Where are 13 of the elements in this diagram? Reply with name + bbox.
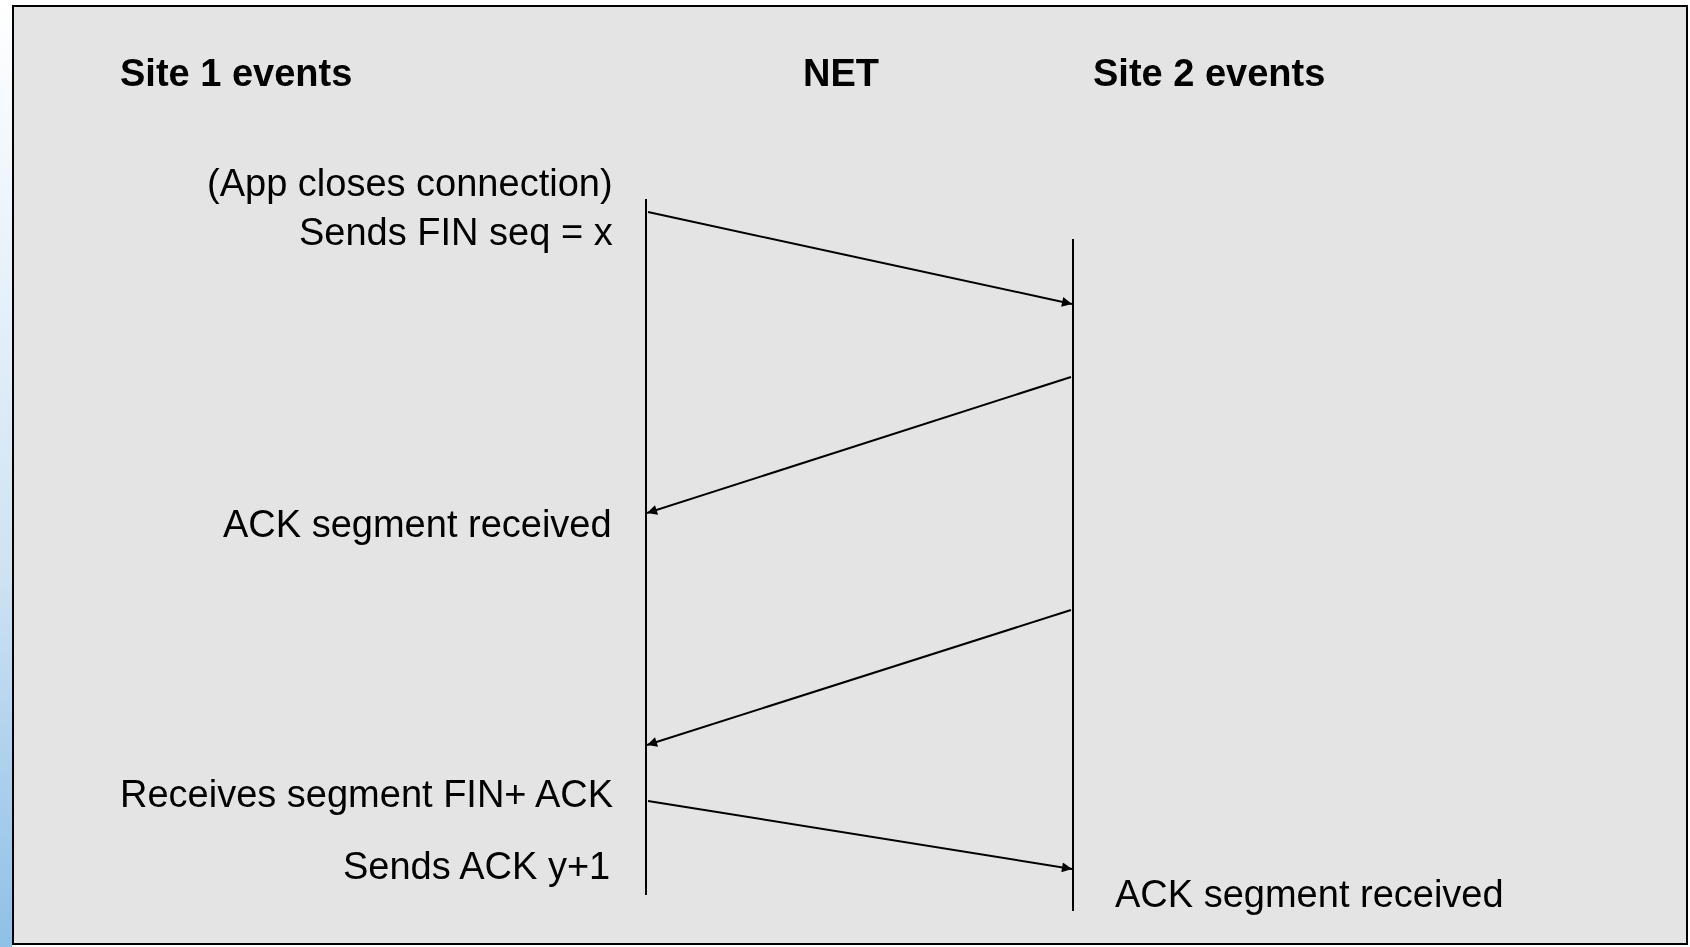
arrow xyxy=(646,376,1072,515)
event-label: Sends FIN seq = x xyxy=(299,213,613,251)
event-label: ACK segment received xyxy=(223,505,612,543)
event-label: (App closes connection) xyxy=(207,164,613,202)
event-label: Receives segment FIN+ ACK xyxy=(120,775,614,813)
event-label: ACK segment received xyxy=(1115,875,1504,913)
arrow xyxy=(647,211,1073,307)
column-heading: NET xyxy=(803,54,879,92)
column-heading: Site 2 events xyxy=(1093,54,1326,92)
arrow xyxy=(646,609,1072,747)
arrow xyxy=(647,800,1073,873)
event-label: Sends ACK y+1 xyxy=(343,847,611,885)
column-heading: Site 1 events xyxy=(120,54,353,92)
